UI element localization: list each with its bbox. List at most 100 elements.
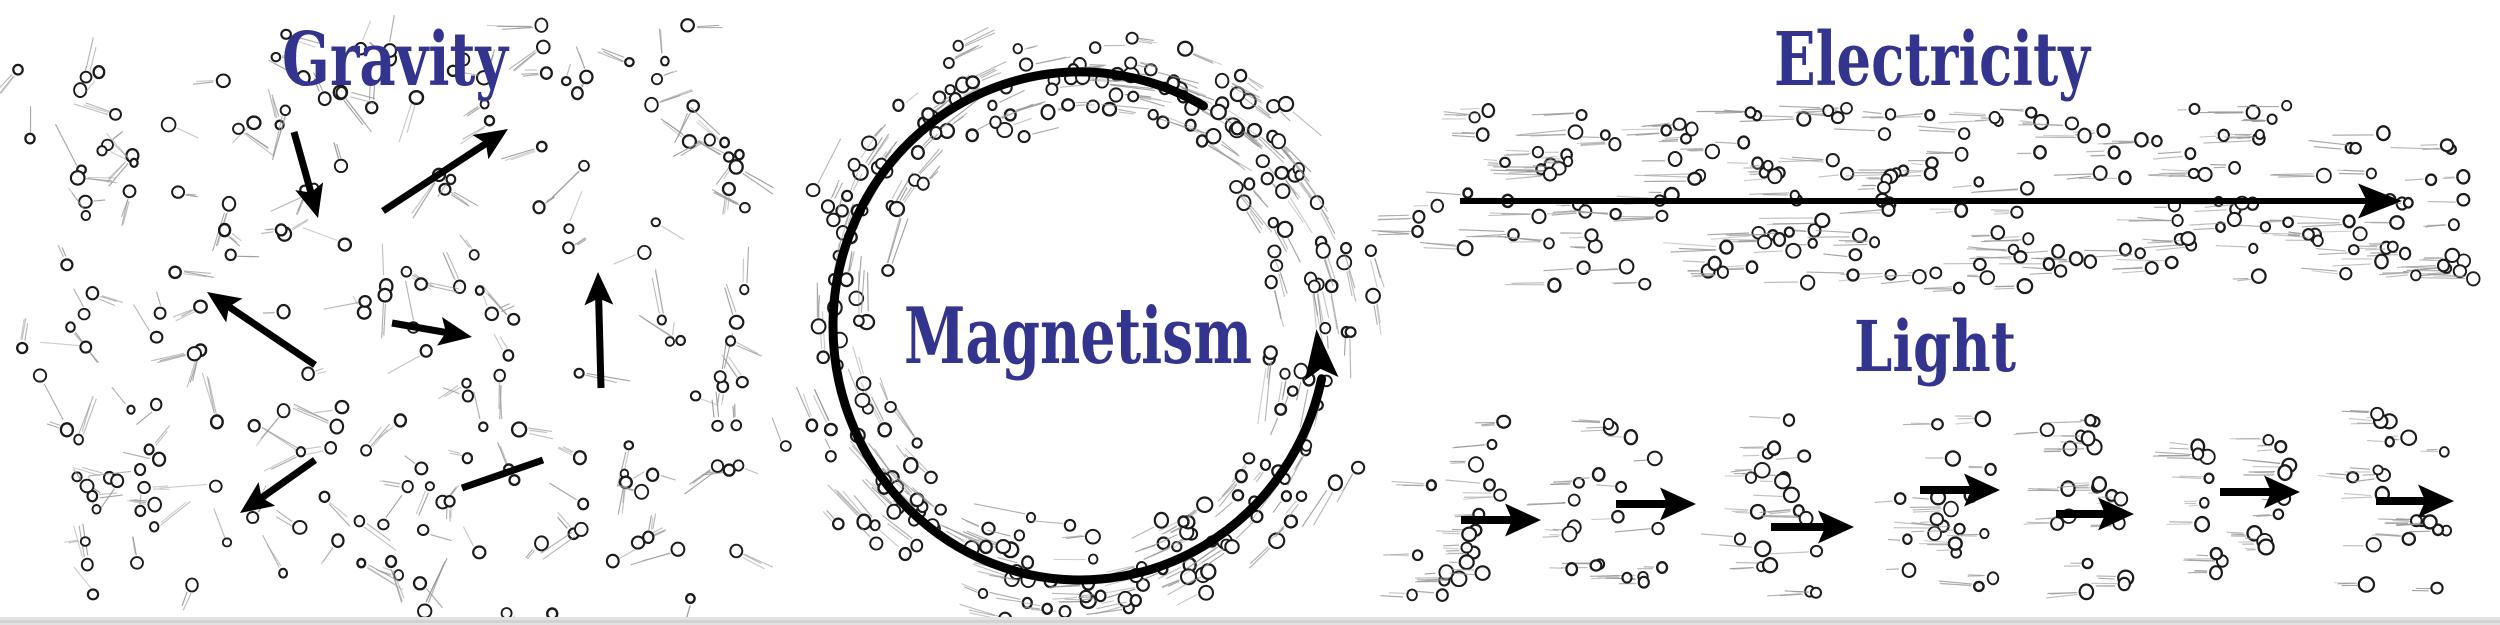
trail-line: [372, 84, 376, 100]
trail-line: [1770, 551, 1809, 555]
particle: [563, 223, 575, 235]
particle: [168, 265, 182, 280]
particle: [675, 334, 686, 347]
particle: [1924, 109, 1936, 122]
trail-line: [1080, 65, 1104, 69]
trail-line: [2338, 172, 2365, 175]
trail-line: [1912, 508, 1942, 511]
trail-line: [385, 494, 403, 518]
trail-line: [392, 570, 405, 599]
particle: [2188, 102, 2201, 115]
particle: [1364, 244, 1377, 257]
trail-line: [963, 87, 980, 97]
arrow-shaft: [290, 131, 317, 204]
particle: [1255, 154, 1270, 169]
particle: [12, 63, 24, 76]
particle: [2266, 113, 2278, 125]
particle: [1267, 216, 1279, 229]
trail-line: [1426, 242, 1456, 246]
particle: [1124, 56, 1138, 70]
trail-line: [575, 46, 586, 69]
particle: [500, 607, 513, 620]
trail-line: [448, 486, 458, 498]
trail-line: [1508, 171, 1543, 174]
trail-line: [442, 253, 455, 280]
particle: [474, 285, 485, 296]
trail-line: [122, 451, 150, 460]
particle: [1496, 414, 1512, 429]
particle: [493, 368, 506, 383]
particle: [664, 336, 676, 347]
particle: [2033, 113, 2050, 131]
trail-line: [155, 431, 168, 446]
particle: [329, 418, 345, 435]
trail-line: [368, 426, 382, 444]
trail-line: [1553, 480, 1573, 483]
particle: [779, 440, 792, 452]
particle: [472, 545, 487, 560]
particle: [1205, 127, 1222, 145]
trail-line: [1243, 131, 1263, 150]
particle: [510, 421, 528, 438]
particle: [1094, 589, 1107, 603]
trail-line: [711, 399, 715, 418]
trail-line: [272, 116, 286, 161]
trail-line: [1784, 590, 1808, 593]
particle: [911, 437, 923, 449]
trail-line: [2189, 222, 2226, 226]
trail-line: [1971, 188, 2018, 193]
trail-line: [2020, 120, 2032, 123]
trail-line: [382, 480, 401, 485]
particle: [2254, 129, 2265, 140]
trail-line: [2291, 215, 2341, 221]
trail-line: [1266, 362, 1270, 379]
trail-line: [871, 486, 893, 507]
trail-line: [986, 529, 1011, 537]
trail-line: [292, 39, 316, 48]
trail-line: [2121, 270, 2145, 274]
trail-line: [1714, 111, 1743, 114]
particle: [2389, 215, 2405, 230]
particle: [1450, 570, 1468, 588]
particle: [1307, 279, 1321, 294]
particle: [2134, 247, 2146, 260]
particle: [539, 66, 553, 80]
trail-line: [263, 454, 296, 472]
trail-line: [122, 201, 130, 225]
trail-line: [2098, 577, 2115, 580]
trail-line: [1550, 482, 1571, 485]
gravity-force-arrows: [207, 129, 614, 513]
trail-line: [1571, 420, 1601, 424]
particle: [461, 389, 474, 403]
particle: [2068, 251, 2084, 267]
trail-line: [1459, 107, 1480, 110]
particle: [1638, 277, 1652, 291]
trail-line: [111, 386, 126, 405]
particle: [1637, 575, 1650, 589]
trail-line: [903, 185, 916, 203]
trail-line: [1607, 435, 1623, 438]
trail-line: [1669, 129, 1684, 131]
trail-line: [1137, 64, 1149, 69]
particle: [1462, 187, 1474, 199]
particle: [892, 98, 905, 113]
particle: [1315, 242, 1331, 259]
particle: [823, 422, 838, 437]
trail-line: [2256, 514, 2273, 517]
trail-line: [654, 270, 664, 314]
trail-line: [1192, 53, 1214, 64]
trail-line: [658, 28, 663, 54]
particle: [1274, 402, 1288, 416]
particle: [1198, 584, 1215, 601]
particle: [816, 350, 830, 365]
trail-line: [271, 98, 278, 119]
trail-line: [1138, 37, 1154, 41]
particle: [2019, 180, 2035, 196]
trail-line: [2116, 219, 2172, 222]
trail-line: [2397, 523, 2422, 527]
trail-line: [2196, 554, 2209, 557]
trail-line: [260, 416, 280, 439]
trail-line: [73, 566, 92, 588]
electricity-title: Electricity: [1774, 17, 2091, 103]
